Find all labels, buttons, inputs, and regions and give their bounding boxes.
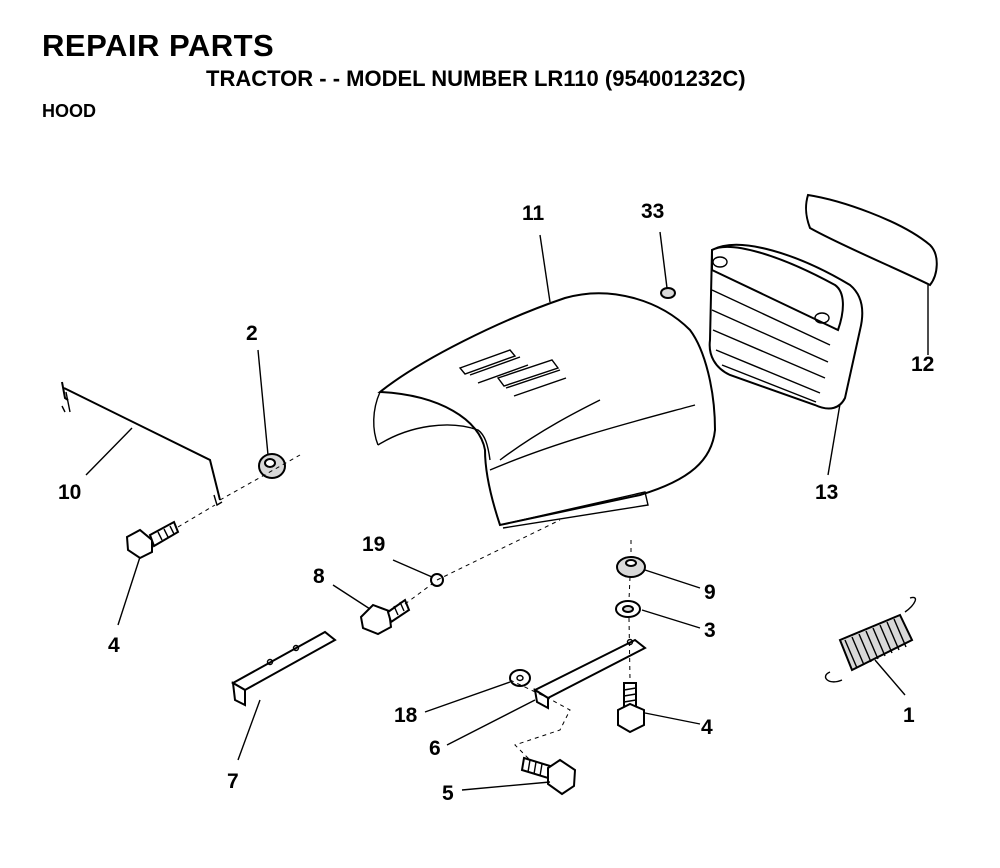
bolt-part-5 bbox=[520, 756, 577, 796]
callout-12: 12 bbox=[911, 353, 934, 376]
section-label: HOOD bbox=[42, 101, 96, 121]
bolt-part-8 bbox=[359, 598, 411, 636]
nut-part bbox=[258, 453, 286, 479]
bracket-part-7 bbox=[230, 630, 337, 707]
grille-insert-part bbox=[804, 193, 938, 287]
callout-7: 7 bbox=[227, 770, 239, 793]
nut-part-9 bbox=[616, 556, 646, 578]
callout-3: 3 bbox=[704, 619, 716, 642]
bracket-part-6 bbox=[532, 638, 647, 710]
callout-8: 8 bbox=[313, 565, 325, 588]
callout-13: 13 bbox=[815, 481, 838, 504]
plug-part bbox=[660, 287, 676, 299]
callout-9: 9 bbox=[704, 581, 716, 604]
model-subtitle: TRACTOR - - MODEL NUMBER LR110 (95400123… bbox=[206, 66, 746, 91]
callout-6: 6 bbox=[429, 737, 441, 760]
bolt-part-right bbox=[617, 682, 645, 734]
callout-33: 33 bbox=[641, 200, 664, 223]
callout-4-right: 4 bbox=[701, 716, 713, 739]
grille-part bbox=[708, 243, 864, 410]
callout-4-left: 4 bbox=[108, 634, 120, 657]
callout-2: 2 bbox=[246, 322, 258, 345]
page-title: REPAIR PARTS bbox=[42, 28, 275, 63]
callout-5: 5 bbox=[442, 782, 454, 805]
washer-part-3 bbox=[615, 600, 641, 618]
spring-part bbox=[824, 596, 917, 683]
callout-11: 11 bbox=[522, 202, 545, 225]
callout-10: 10 bbox=[58, 481, 81, 504]
leader-lines bbox=[85, 231, 929, 791]
callout-19: 19 bbox=[362, 533, 385, 556]
washer-part-18 bbox=[509, 669, 531, 687]
bolt-part-left bbox=[125, 520, 180, 560]
hood-part bbox=[373, 292, 717, 529]
callout-18: 18 bbox=[394, 704, 418, 727]
callout-1: 1 bbox=[903, 704, 915, 727]
hood-rod-part bbox=[61, 381, 223, 507]
